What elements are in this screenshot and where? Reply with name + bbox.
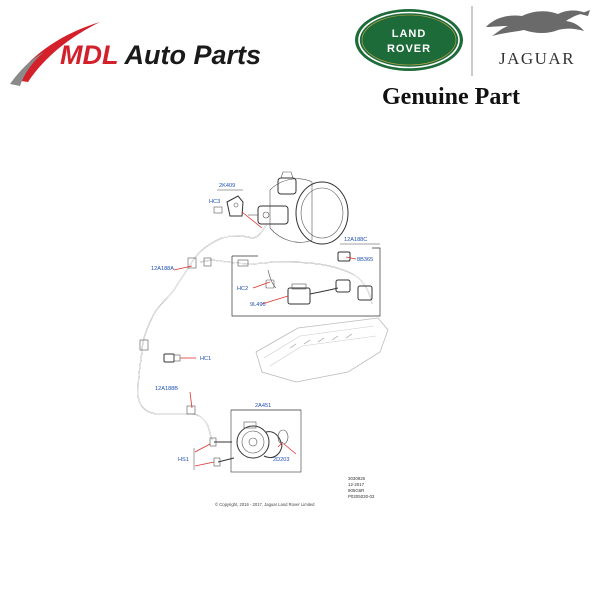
callout-8b365[interactable]: 8B365 [357,257,373,263]
jaguar-leaper-icon [486,10,590,36]
sensor-box [231,247,381,317]
diagram-reference: 3030925 12-2017 905G6R P0205030-03 [348,476,375,499]
logo-auto-parts-text: Auto Parts [118,40,261,70]
land-rover-line1: LAND [392,28,427,40]
callout-12a188b[interactable]: 12A188B [155,386,178,392]
logo-mdl-text: MDL [60,40,118,70]
connector-hc1 [163,353,181,363]
callout-hc2[interactable]: HC2 [237,286,248,292]
brake-booster [248,171,349,245]
callout-12a188c[interactable]: 12A188C [344,237,367,243]
vacuum-hose [137,224,373,441]
swoosh-icon [10,22,100,86]
genuine-part-title: Genuine Part [382,84,520,110]
callout-9l490[interactable]: 9L490 [250,302,266,308]
land-rover-logo[interactable]: LAND ROVER [355,9,463,71]
mdl-logo[interactable]: MDL Auto Parts [10,22,261,86]
engine-cover [255,317,389,383]
diagram-ref-line4: P0205030-03 [348,494,375,499]
callout-2k409[interactable]: 2K409 [219,183,235,189]
bracket-2k409 [213,195,244,217]
callout-labels: 2K409 HC3 12A188C 8B365 12A188A HC2 9L49… [151,183,380,470]
callout-hc3[interactable]: HC3 [209,199,220,205]
callout-hs1[interactable]: HS1 [178,457,189,463]
jaguar-logo[interactable]: JAGUAR [486,10,590,68]
svg-text:MDL Auto Parts: MDL Auto Parts [60,40,261,70]
leader-lines [173,211,357,467]
callout-hc1[interactable]: HC1 [200,356,211,362]
jaguar-wordmark: JAGUAR [499,49,575,68]
land-rover-line2: ROVER [387,43,431,55]
diagram-ref-line2: 12-2017 [348,482,365,487]
diagram-ref-line3: 905G6R [348,488,364,493]
callout-12a188a[interactable]: 12A188A [151,266,174,272]
diagram-ref-line1: 3030925 [348,476,366,481]
callout-2a451[interactable]: 2A451 [255,403,271,409]
callout-2d203[interactable]: 2D203 [273,457,289,463]
copyright-text: © Copyright, 2016 - 2017, Jaguar Land Ro… [215,502,315,507]
